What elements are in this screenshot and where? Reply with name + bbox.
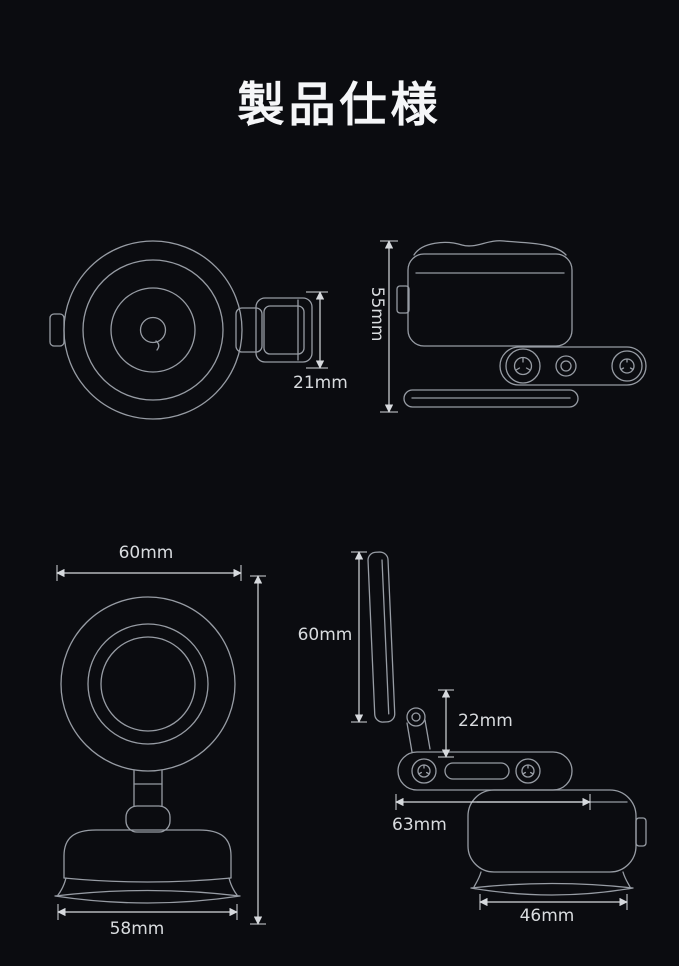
cup-width-dimension: 46mm	[479, 894, 628, 926]
drawing-top-view: 55mm	[367, 240, 647, 413]
drawing-side-view: 60mm 22mm 63mm 46mm	[298, 551, 647, 926]
suction-base-outline	[54, 829, 241, 904]
arm-side-outline	[397, 751, 573, 791]
suction-body-side-outline	[467, 789, 647, 896]
dimension-label-cup-width: 46mm	[520, 906, 575, 926]
dimension-label-height: 55mm	[367, 287, 387, 342]
dimension-label-hinge-height: 22mm	[458, 711, 513, 731]
plate-side-outline	[367, 551, 396, 723]
dimension-label-plate-height: 60mm	[298, 625, 353, 645]
plate-height-dimension: 60mm	[298, 551, 367, 723]
drawing-front-view: 60mm 58mm	[54, 543, 266, 939]
page-title: 製品仕様	[237, 78, 442, 133]
neck-hinge-outline	[125, 769, 171, 833]
drawing-head-front-view: 21mm	[49, 240, 348, 420]
dimension-label-arm-length: 63mm	[392, 815, 447, 835]
clamp-arm-outline	[235, 297, 313, 363]
arm-top-outline	[499, 346, 647, 386]
mount-head-outline	[49, 240, 243, 420]
arm-width-dimension: 21mm	[293, 291, 348, 393]
hinge-link-outline	[406, 707, 431, 753]
height-dimension: 55mm	[367, 240, 398, 413]
plate-edge-outline	[403, 389, 579, 408]
dimension-label-arm-width: 21mm	[293, 373, 348, 393]
base-width-dimension: 58mm	[57, 904, 238, 939]
dimension-label-head-width: 60mm	[119, 543, 174, 563]
hinge-height-dimension: 22mm	[438, 689, 513, 758]
overall-height-dimension	[250, 575, 266, 925]
dimension-label-base-width: 58mm	[110, 919, 165, 939]
head-width-dimension: 60mm	[56, 543, 242, 581]
arm-length-dimension: 63mm	[392, 794, 591, 835]
magnet-ring-outline	[60, 596, 236, 772]
suction-body-top-outline	[396, 240, 573, 347]
